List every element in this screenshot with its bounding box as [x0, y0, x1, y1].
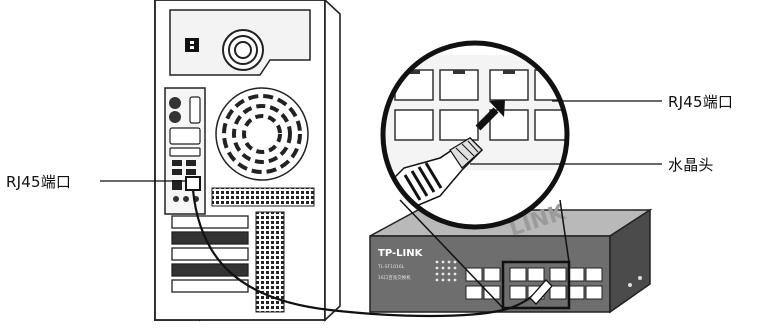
ethernet-cable: [191, 189, 541, 318]
switch-side-plug: [529, 279, 553, 305]
pc-rj45-port: [185, 176, 201, 191]
network-switch: LINK TP-LINK TL-SF1016L 16口百兆交换机: [369, 200, 653, 314]
zoom-connector-line: [399, 199, 504, 309]
label-switch-rj45-port: RJ45端口: [668, 93, 734, 111]
insertion-arrow-icon: [475, 100, 505, 131]
switch-subtitle: 16口百兆交换机: [378, 274, 411, 281]
switch-model: TL-SF1016L: [377, 264, 405, 270]
switch-leds: [435, 260, 457, 282]
vent-grille-top: [211, 187, 315, 207]
label-connector: 水晶头: [668, 156, 714, 174]
io-panel: [164, 87, 206, 215]
label-pc-rj45-port: RJ45端口: [6, 173, 72, 191]
zoom-connector-line: [559, 199, 570, 263]
switch-brand-logo: TP-LINK: [378, 248, 424, 259]
pc-tower: [154, 0, 341, 322]
case-fan: [215, 87, 309, 181]
switch-port-highlight-box: [501, 260, 571, 310]
power-supply: [169, 9, 311, 76]
zoom-detail: [380, 40, 570, 230]
expansion-slots: [171, 215, 249, 293]
switch-port-bank: [465, 267, 603, 300]
